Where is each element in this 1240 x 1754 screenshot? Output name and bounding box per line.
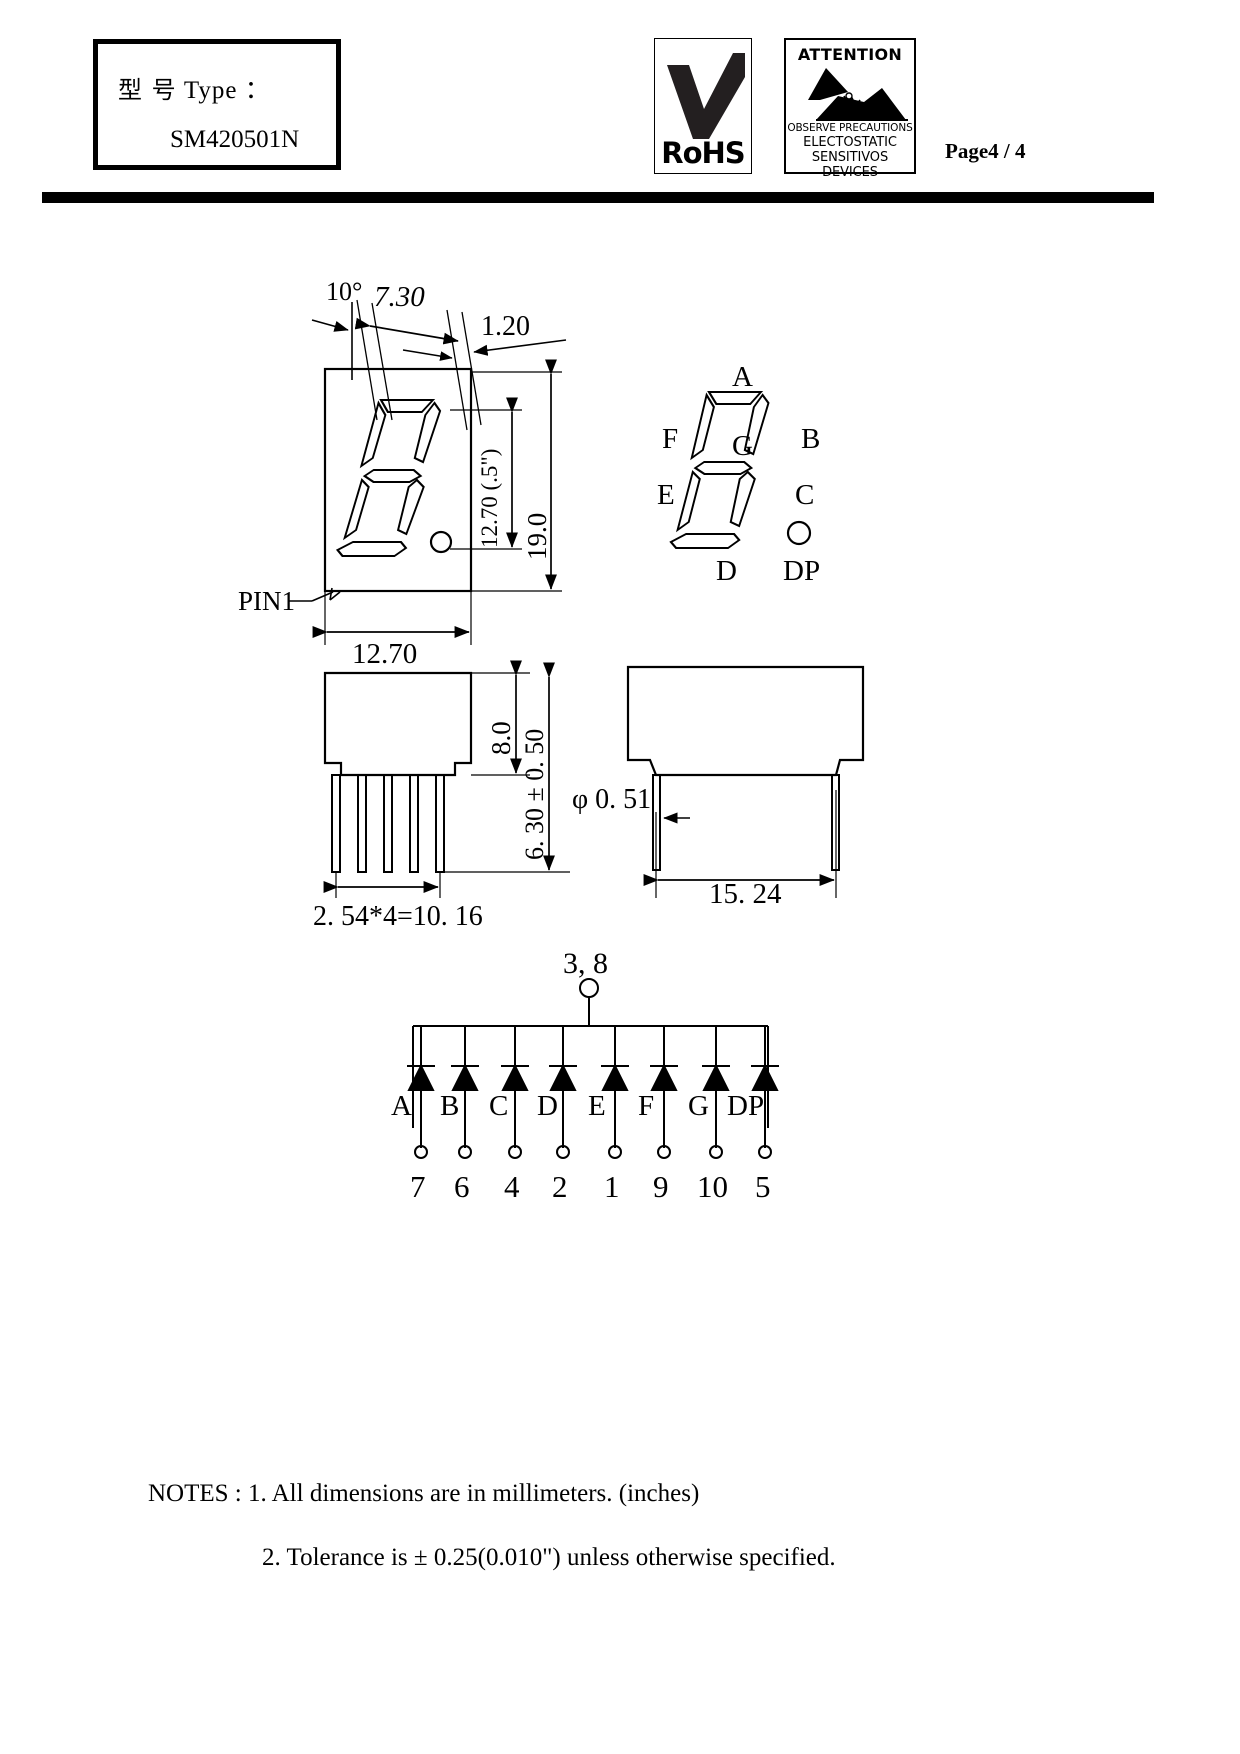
note-line-2: 2. Tolerance is ± 0.25(0.010") unless ot… — [262, 1544, 836, 1571]
esd-line1: OBSERVE PRECAUTIONS — [787, 122, 913, 134]
end-view: φ 0. 51 15. 24 — [572, 665, 865, 910]
schematic-seg-e: E — [588, 1090, 606, 1122]
dim-body-height-label: 19.0 — [522, 513, 552, 560]
dim-body-thickness-label: 8.0 — [486, 721, 516, 755]
rohs-label: RoHS — [661, 136, 745, 170]
dim-lead-length-label: 6. 30 ± 0. 50 — [520, 729, 549, 860]
schematic-seg-g: G — [688, 1090, 709, 1122]
decimal-point — [429, 530, 453, 554]
segment-label-b: B — [801, 423, 820, 455]
esd-title: ATTENTION — [797, 45, 903, 64]
schematic-pin-a: 7 — [410, 1169, 426, 1204]
dim-digit-height-label: 12.70 (.5") — [477, 449, 502, 548]
dim-top-width-label: 7.30 — [374, 281, 425, 313]
front-view: 10° 7.30 1.20 12.70 (.5") 19.0 PIN1 — [238, 277, 567, 670]
circuit-schematic: 3, 8 — [391, 947, 779, 1204]
schematic-seg-b: B — [440, 1090, 459, 1122]
segment-label-d: D — [716, 555, 737, 587]
page-number: Page4 / 4 — [945, 139, 1026, 163]
side-view: 8.0 6. 30 ± 0. 50 2. 54*4=10. 16 — [313, 660, 570, 932]
segment-label-f: F — [662, 423, 678, 455]
dp-circle — [786, 520, 812, 546]
schematic-seg-dp: DP — [727, 1090, 764, 1122]
dim-pin-pitch-label: 2. 54*4=10. 16 — [313, 901, 483, 932]
header-divider — [42, 192, 1154, 203]
esd-symbol-icon — [808, 68, 908, 121]
schematic-seg-c: C — [489, 1090, 508, 1122]
dim-end-width-label: 15. 24 — [709, 878, 782, 910]
segment-label-dp: DP — [783, 555, 820, 587]
schematic-pin-dp: 5 — [755, 1169, 771, 1204]
type-label-cjk: 型 号 — [118, 76, 177, 104]
dim-angle-label: 10° — [326, 277, 362, 306]
esd-line2: ELECTOSTATIC — [803, 135, 897, 150]
rohs-logo: RoHS — [654, 38, 752, 174]
common-pin-label: 3, 8 — [563, 947, 608, 980]
segment-label-a: A — [732, 361, 753, 393]
esd-line3: SENSITIVOS DEVICES — [811, 150, 889, 180]
note-line-1: NOTES : 1. All dimensions are in millime… — [148, 1480, 700, 1507]
schematic-pin-c: 4 — [504, 1169, 520, 1204]
schematic-pin-e: 1 — [604, 1169, 620, 1204]
dim-lead-dia-label: φ 0. 51 — [572, 784, 651, 815]
esd-hand-icon — [786, 66, 914, 122]
segment-label-e: E — [657, 479, 675, 511]
schematic-pin-g: 10 — [697, 1169, 728, 1204]
pin1-label: PIN1 — [238, 586, 295, 616]
schematic-pin-d: 2 — [552, 1169, 568, 1204]
segment-map-view: A B C D E F G DP — [657, 361, 820, 587]
segment-label-g: G — [732, 430, 753, 462]
part-number: SM420501N — [170, 126, 300, 153]
type-label-en: Type ： — [183, 77, 271, 104]
schematic-seg-d: D — [537, 1090, 558, 1122]
rohs-check-icon — [667, 53, 745, 139]
segment-label-c: C — [795, 479, 814, 511]
schematic-pin-f: 9 — [653, 1169, 669, 1204]
esd-warning-label: ATTENTION OBSERVE PRECAUTIONS ELECTOSTAT… — [784, 38, 916, 180]
schematic-pin-b: 6 — [454, 1169, 470, 1204]
digit-outline — [335, 399, 442, 557]
dim-stroke-label: 1.20 — [481, 311, 530, 342]
type-label: 型 号 Type ： — [118, 70, 271, 106]
schematic-seg-f: F — [638, 1090, 654, 1122]
schematic-seg-a: A — [391, 1090, 412, 1122]
dim-body-width-label: 12.70 — [352, 638, 417, 670]
part-type-box: 型 号 Type ： SM420501N — [93, 39, 341, 170]
